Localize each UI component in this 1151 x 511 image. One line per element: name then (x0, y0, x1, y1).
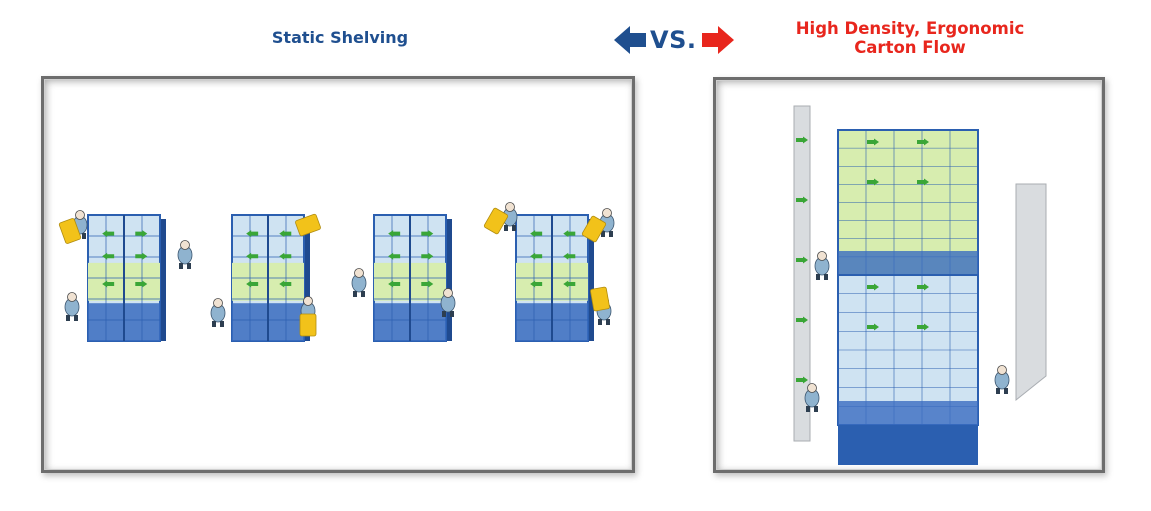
right-title: High Density, Ergonomic Carton Flow (760, 19, 1060, 57)
flow-arrow-icon (796, 196, 808, 204)
worker-icon (64, 292, 80, 321)
left-arrow-icon (614, 26, 646, 54)
flow-arrow-icon (563, 230, 576, 238)
flow-arrow-icon (796, 316, 808, 324)
flow-arrow-icon (917, 138, 929, 146)
right-title-line-1: High Density, Ergonomic (795, 19, 1025, 38)
flow-arrow-icon (421, 280, 434, 288)
flow-arrow-icon (279, 252, 292, 260)
static-shelving-unit (515, 214, 594, 342)
flow-arrow-icon (867, 283, 879, 291)
carton-flow-rack (837, 129, 979, 276)
flow-arrow-icon (135, 280, 148, 288)
flow-arrow-icon (246, 230, 259, 238)
flow-arrow-icon (530, 230, 543, 238)
worker-icon (502, 202, 518, 231)
static-shelving-unit (87, 214, 166, 342)
cart-icon (299, 313, 317, 337)
flow-arrow-icon (917, 178, 929, 186)
flow-arrow-icon (867, 138, 879, 146)
carton-flow-illustration (713, 77, 1105, 473)
carton-flow-scene (793, 105, 1047, 465)
flow-arrow-icon (135, 230, 148, 238)
cart-icon (295, 213, 321, 237)
flow-arrow-icon (530, 280, 543, 288)
right-conveyor (1015, 183, 1047, 402)
versus-label: VS. (650, 26, 697, 54)
flow-arrow-icon (102, 252, 115, 260)
worker-icon (210, 298, 226, 327)
flow-arrow-icon (796, 376, 808, 384)
carton-flow-rack (837, 274, 979, 426)
flow-arrow-icon (246, 252, 259, 260)
left-title: Static Shelving (271, 28, 409, 47)
worker-icon (994, 365, 1010, 394)
flow-arrow-icon (563, 252, 576, 260)
cart-icon (590, 286, 610, 312)
flow-arrow-icon (917, 283, 929, 291)
flow-arrow-icon (917, 323, 929, 331)
worker-icon (351, 268, 367, 297)
flow-arrow-icon (102, 280, 115, 288)
cart-icon (483, 207, 509, 235)
left-conveyor (793, 105, 811, 442)
right-arrow-icon (702, 26, 734, 54)
worker-icon (177, 240, 193, 269)
flow-arrow-icon (279, 230, 292, 238)
flow-arrow-icon (867, 323, 879, 331)
flow-arrow-icon (563, 280, 576, 288)
flow-arrow-icon (388, 230, 401, 238)
flow-arrow-icon (796, 256, 808, 264)
cart-icon (58, 218, 82, 244)
static-shelving-scene (58, 202, 615, 342)
static-shelving-unit (373, 214, 452, 342)
flow-arrow-icon (388, 280, 401, 288)
worker-icon (814, 251, 830, 280)
flow-arrow-icon (796, 136, 808, 144)
flow-arrow-icon (279, 280, 292, 288)
static-shelving-illustration (41, 76, 635, 473)
flow-arrow-icon (135, 252, 148, 260)
worker-icon (804, 383, 820, 412)
right-title-line-2: Carton Flow (854, 38, 966, 57)
flow-arrow-icon (246, 280, 259, 288)
flow-arrow-icon (102, 230, 115, 238)
versus-indicator: VS. (614, 22, 738, 58)
cart-icon (581, 215, 607, 243)
static-shelving-unit (231, 214, 310, 342)
carton-flow-system (793, 105, 1047, 465)
flow-arrow-icon (421, 252, 434, 260)
flow-arrow-icon (867, 178, 879, 186)
flow-arrow-icon (530, 252, 543, 260)
flow-arrow-icon (421, 230, 434, 238)
shelving-units (58, 202, 615, 342)
worker-icon (440, 288, 456, 317)
flow-arrow-icon (388, 252, 401, 260)
